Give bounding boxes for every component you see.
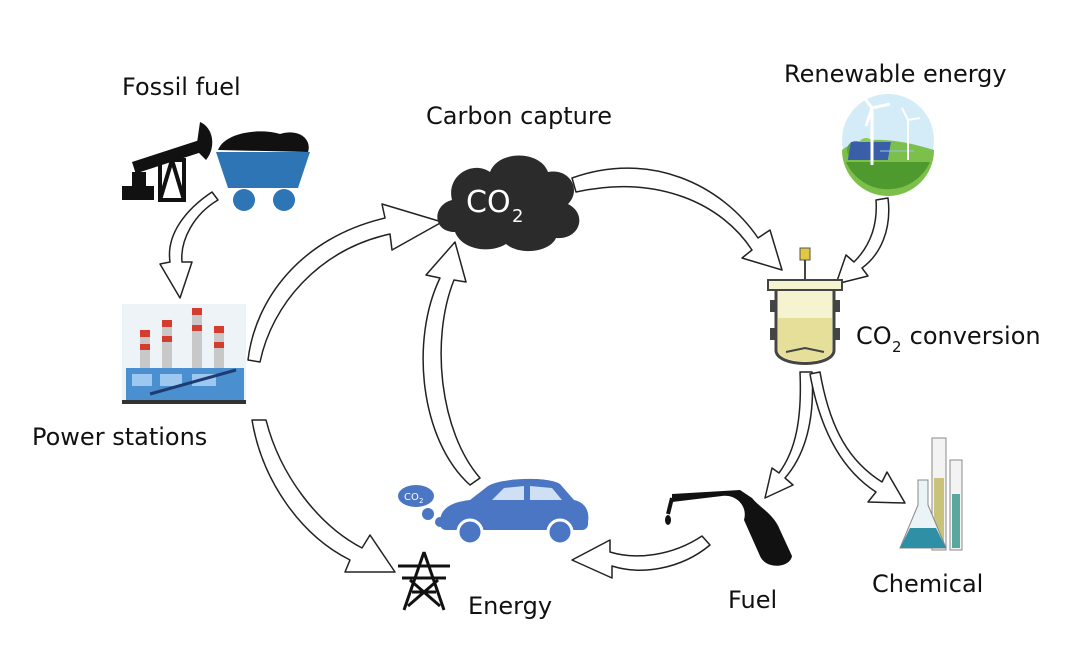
coal-cart-icon — [216, 131, 310, 211]
svg-text:2: 2 — [512, 206, 523, 227]
svg-text:CO: CO — [404, 492, 419, 503]
co2-conversion-label: CO 2 conversion — [856, 322, 1041, 356]
fuel-label: Fuel — [728, 586, 777, 614]
renewable-energy-label: Renewable energy — [784, 60, 1007, 88]
fuel-nozzle-icon — [665, 490, 792, 566]
car-exhaust-cloud-icon: CO 2 — [398, 485, 445, 527]
chemical-glassware-icon — [899, 437, 963, 551]
arrow-capture-to-conversion — [571, 167, 783, 271]
arrow-car-to-capture — [422, 241, 481, 486]
svg-text:2: 2 — [419, 497, 423, 505]
co2-cloud-icon: CO 2 — [437, 155, 580, 252]
svg-text:CO: CO — [856, 322, 892, 350]
arrow-renewable-to-conversion — [835, 197, 890, 285]
car-icon — [440, 478, 589, 546]
chemical-label: Chemical — [872, 570, 983, 598]
arrow-power-to-energy — [251, 419, 396, 573]
svg-text:2: 2 — [892, 338, 902, 356]
fossil-fuel-label: Fossil fuel — [122, 73, 241, 101]
arrow-fuel-to-energy — [571, 535, 711, 579]
power-stations-label: Power stations — [32, 423, 207, 451]
svg-text:conversion: conversion — [902, 322, 1041, 350]
arrow-conversion-to-fuel — [764, 371, 814, 499]
arrow-conversion-to-chemical — [809, 371, 906, 504]
reactor-icon — [767, 247, 843, 365]
arrow-fossil-to-power — [159, 191, 219, 299]
arrow-power-to-capture — [247, 203, 443, 363]
carbon-capture-label: Carbon capture — [426, 102, 612, 130]
svg-text:CO: CO — [466, 185, 511, 220]
power-station-icon — [122, 304, 246, 404]
oil-pump-icon — [122, 122, 213, 202]
wind-solar-icon — [842, 91, 934, 196]
pylon-icon — [398, 551, 450, 611]
energy-label: Energy — [468, 592, 552, 620]
